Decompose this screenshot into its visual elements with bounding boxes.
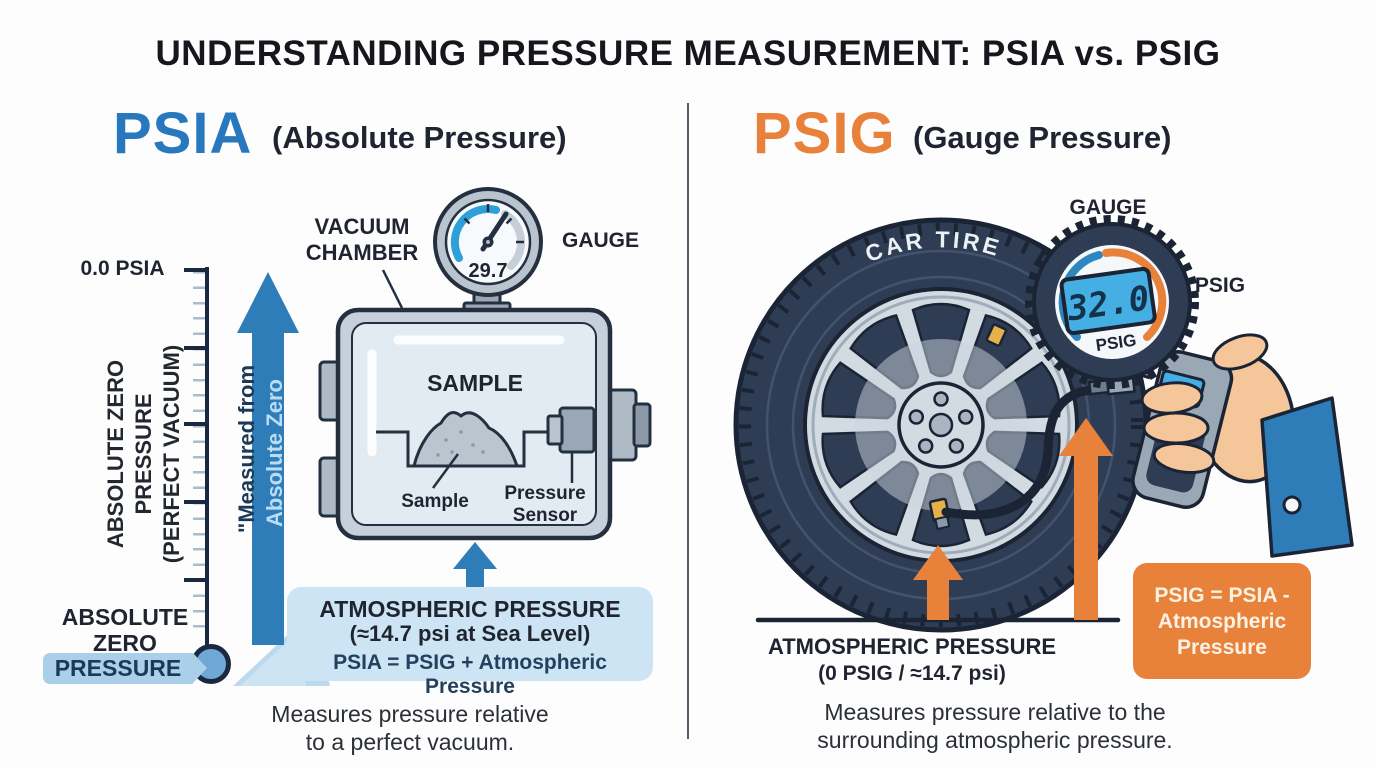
thumb [1211,333,1269,371]
analog-gauge-reading: 29.7 [469,260,508,282]
atmospheric-info-box [287,587,653,681]
psig-pointer-label: PSIG [1194,274,1246,297]
psig-formula: PSIG = PSIA - Atmospheric Pressure [1133,563,1311,661]
psia-subheading: (Absolute Pressure) [272,120,567,155]
absolute-zero-line1: ABSOLUTE [61,604,189,630]
psig-caption-line1: Measures pressure relative to the [824,699,1166,725]
gauge-hose [941,383,1107,520]
divider-line [687,103,689,739]
psia-caption-line1: Measures pressure relative [271,701,549,727]
info-box-line2: (≈14.7 psi at Sea Level) [349,621,591,646]
analog-gauge-icon: 29.7 [433,187,543,297]
psia-caption: Measures pressure relative to a perfect … [230,700,590,756]
absolute-zero-line2: ZERO [93,630,157,656]
psia-heading: PSIA [113,101,253,166]
psig-formula-line2: Atmospheric [1157,610,1287,633]
atmospheric-arrow-center [913,545,963,620]
psia-formula: PSIA = PSIG + Atmospheric Pressure [333,651,607,698]
sensor-label-line2: Sensor [512,505,578,526]
measured-from-arrow [237,272,299,645]
sleeve-cuff [1260,396,1354,558]
absolute-zero-arrow-label: Absolute Zero [262,379,287,527]
scale-major-tick [184,422,207,426]
fingers [1140,333,1269,474]
rim-valve-icon [985,323,1008,347]
axis-label-line1: ABSOLUTE ZERO PRESSURE [103,359,156,549]
scale-major-tick [184,346,207,350]
info-box-line1: ATMOSPHERIC PRESSURE [319,596,621,622]
page-title: UNDERSTANDING PRESSURE MEASUREMENT: PSIA… [155,34,1221,73]
psig-formula-line1: PSIG = PSIA - [1154,584,1290,607]
scale-minor-ticks [193,271,206,639]
psig-formula-line3: Pressure [1177,636,1267,659]
atmospheric-arrow-left [453,542,497,588]
scale-axis-line [205,267,209,645]
pressure-banner-tip [193,653,207,683]
axis-label-line2: (PERFECT VACUUM) [159,344,184,564]
pressure-sensor-label: Pressure Sensor [498,483,592,527]
scale-major-tick [184,578,207,582]
digital-gauge-icon: 32.0 PSIG [1025,215,1199,389]
pressure-sensor-icon [558,406,596,454]
scale-axis-label: ABSOLUTE ZERO PRESSURE (PERFECT VACUUM) [102,308,184,600]
ground-label-line1: ATMOSPHERIC PRESSURE [767,634,1057,659]
atmospheric-arrow-right [1059,418,1113,620]
scale-zero-label: 0.0 PSIA [80,257,165,280]
psig-caption-line2: surrounding atmospheric pressure. [817,727,1173,753]
gauge-label-left: GAUGE [561,229,639,252]
vacuum-label-line2: CHAMBER [305,240,419,265]
psig-formula-box: PSIG = PSIA - Atmospheric Pressure [1133,563,1311,679]
psia-caption-line2: to a perfect vacuum. [305,729,515,755]
measured-from-label: "Measured from [234,364,259,534]
vacuum-chamber-label: VACUUM CHAMBER [300,214,424,266]
sample-heading: SAMPLE [427,370,523,396]
psig-caption: Measures pressure relative to the surrou… [790,698,1200,754]
scale-major-tick [184,500,207,504]
vacuum-chamber-illustration [318,269,652,541]
psig-subheading: (Gauge Pressure) [913,120,1172,155]
sensor-label-line1: Pressure [504,483,586,504]
vacuum-label-line1: VACUUM [314,214,410,239]
pressure-banner: PRESSURE [43,653,193,684]
gauge-label-right: GAUGE [1069,196,1147,219]
sample-label: Sample [401,491,469,512]
psig-heading: PSIG [753,101,896,166]
ground-label-line2: (0 PSIG / ≈14.7 psi) [818,662,1006,685]
scale-major-tick [184,268,207,272]
